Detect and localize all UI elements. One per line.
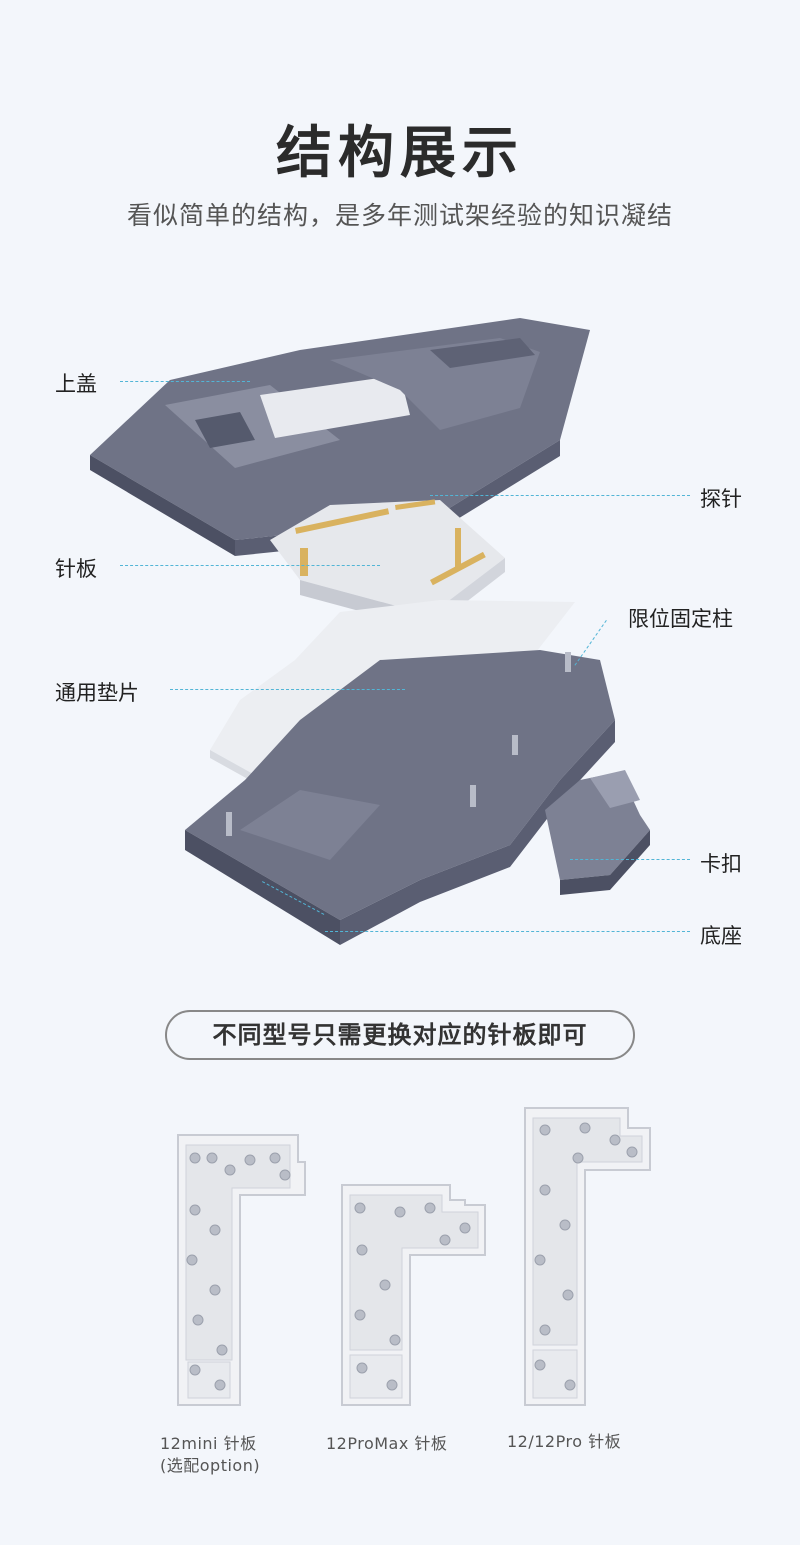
pin-board-12-12pro: [524, 1107, 651, 1406]
exploded-view-illustration: [90, 318, 650, 945]
callout-pin-board: 针板: [55, 557, 97, 581]
pin-board-12promax: [341, 1184, 486, 1406]
callout-limit-post: 限位固定柱: [628, 607, 733, 631]
callout-probe: 探针: [700, 487, 742, 511]
pin-board-label-12mini-option: (选配option): [160, 1456, 261, 1475]
swap-note-pill: 不同型号只需更换对应的针板即可: [165, 1010, 635, 1060]
leader-base: [325, 931, 690, 932]
top-cover-part: [90, 318, 590, 556]
leader-clip: [570, 859, 690, 860]
pin-board-label-12-12pro: 12/12Pro 针板: [507, 1432, 622, 1451]
callout-top-cover: 上盖: [55, 372, 97, 396]
pin-board-label-12mini: 12mini 针板: [160, 1434, 257, 1453]
page-subtitle: 看似简单的结构，是多年测试架经验的知识凝结: [126, 201, 673, 230]
callout-base: 底座: [700, 924, 742, 948]
page-title: 结构展示: [276, 121, 524, 186]
leader-probe: [430, 495, 690, 496]
clip-part: [545, 770, 650, 895]
leader-top-cover: [120, 381, 250, 382]
pin-board-variants: [177, 1107, 651, 1406]
pin-board-label-12promax: 12ProMax 针板: [326, 1434, 448, 1453]
leader-universal-pad: [170, 689, 405, 690]
callout-clip: 卡扣: [700, 852, 742, 876]
leader-pin-board: [120, 565, 380, 566]
base-part: [185, 650, 615, 945]
callout-universal-pad: 通用垫片: [55, 681, 139, 705]
pin-board-12mini: [177, 1134, 306, 1406]
